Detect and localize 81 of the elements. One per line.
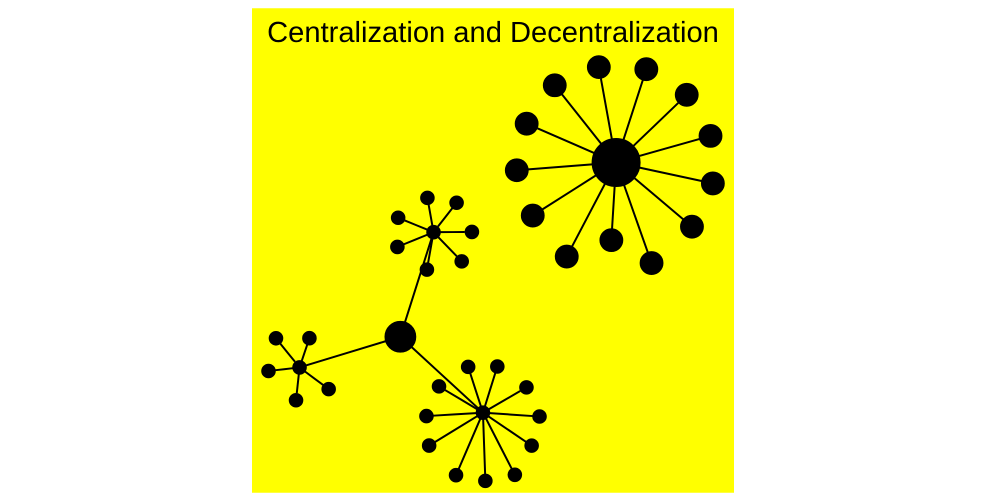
connector (639, 138, 700, 157)
node-circle (288, 392, 304, 408)
connector (485, 418, 513, 470)
connector (600, 78, 613, 140)
connector (622, 80, 644, 140)
connector (275, 367, 294, 372)
connector (433, 412, 476, 417)
node-circle (390, 240, 405, 254)
connector (304, 370, 324, 386)
connector (482, 419, 486, 474)
connector (444, 389, 478, 410)
connector (404, 238, 432, 322)
connector (528, 163, 592, 170)
node-circle (460, 360, 476, 374)
node-circle (432, 379, 446, 394)
node-circle (674, 82, 699, 107)
connector (458, 418, 482, 470)
node-circle (422, 438, 436, 453)
node-circle (384, 320, 416, 353)
node-circle (420, 262, 434, 277)
connector (403, 234, 428, 246)
connector (437, 207, 454, 228)
node-circle (476, 405, 490, 420)
node-circle (490, 359, 505, 374)
connector (490, 412, 533, 418)
node-circle (599, 228, 624, 252)
connector (623, 185, 649, 252)
connector (542, 174, 596, 210)
connector (411, 346, 479, 409)
node-circle (454, 254, 469, 269)
connector (611, 186, 616, 229)
connector (484, 372, 496, 407)
connector (404, 220, 428, 231)
node-circle (321, 382, 336, 396)
node-circle (390, 210, 406, 226)
node-circle (268, 331, 284, 346)
connector (427, 238, 434, 263)
connector (488, 416, 527, 443)
node-circle (292, 360, 307, 375)
connector (279, 342, 296, 362)
node-circle (419, 408, 434, 424)
connector (639, 166, 702, 182)
connector (488, 390, 521, 410)
connector (634, 177, 684, 220)
connector (428, 204, 434, 226)
node-circle (261, 364, 276, 378)
connector (561, 94, 602, 144)
node-circle (680, 214, 704, 239)
connector (571, 183, 606, 247)
node-circle (640, 251, 664, 275)
node-circle (514, 112, 539, 136)
node-circle (586, 55, 611, 80)
connector (469, 373, 482, 407)
connector (300, 344, 308, 361)
connector (440, 230, 465, 234)
node-circle (700, 172, 725, 196)
node-circle (698, 124, 722, 148)
node-circle (554, 244, 579, 268)
connector (306, 340, 386, 366)
node-circle (592, 138, 641, 188)
node-circle (478, 474, 493, 488)
node-circle (634, 57, 658, 82)
connector (296, 374, 300, 394)
node-circle (464, 224, 480, 240)
node-circle (420, 190, 435, 206)
node-circle (542, 73, 567, 98)
connector (434, 415, 478, 443)
node-circle (504, 158, 529, 182)
node-circle (302, 330, 317, 346)
node-circle (520, 204, 545, 228)
node-circle (532, 409, 547, 424)
diagram-title: Centralization and Decentralization (267, 17, 719, 50)
node-circle (426, 224, 441, 240)
node-circle (508, 468, 522, 482)
node-circle (449, 195, 464, 210)
connector (537, 127, 594, 154)
connector (632, 102, 679, 146)
node-circle (448, 468, 464, 482)
connector (438, 236, 458, 258)
node-circle (519, 380, 534, 395)
node-circle (524, 438, 539, 453)
